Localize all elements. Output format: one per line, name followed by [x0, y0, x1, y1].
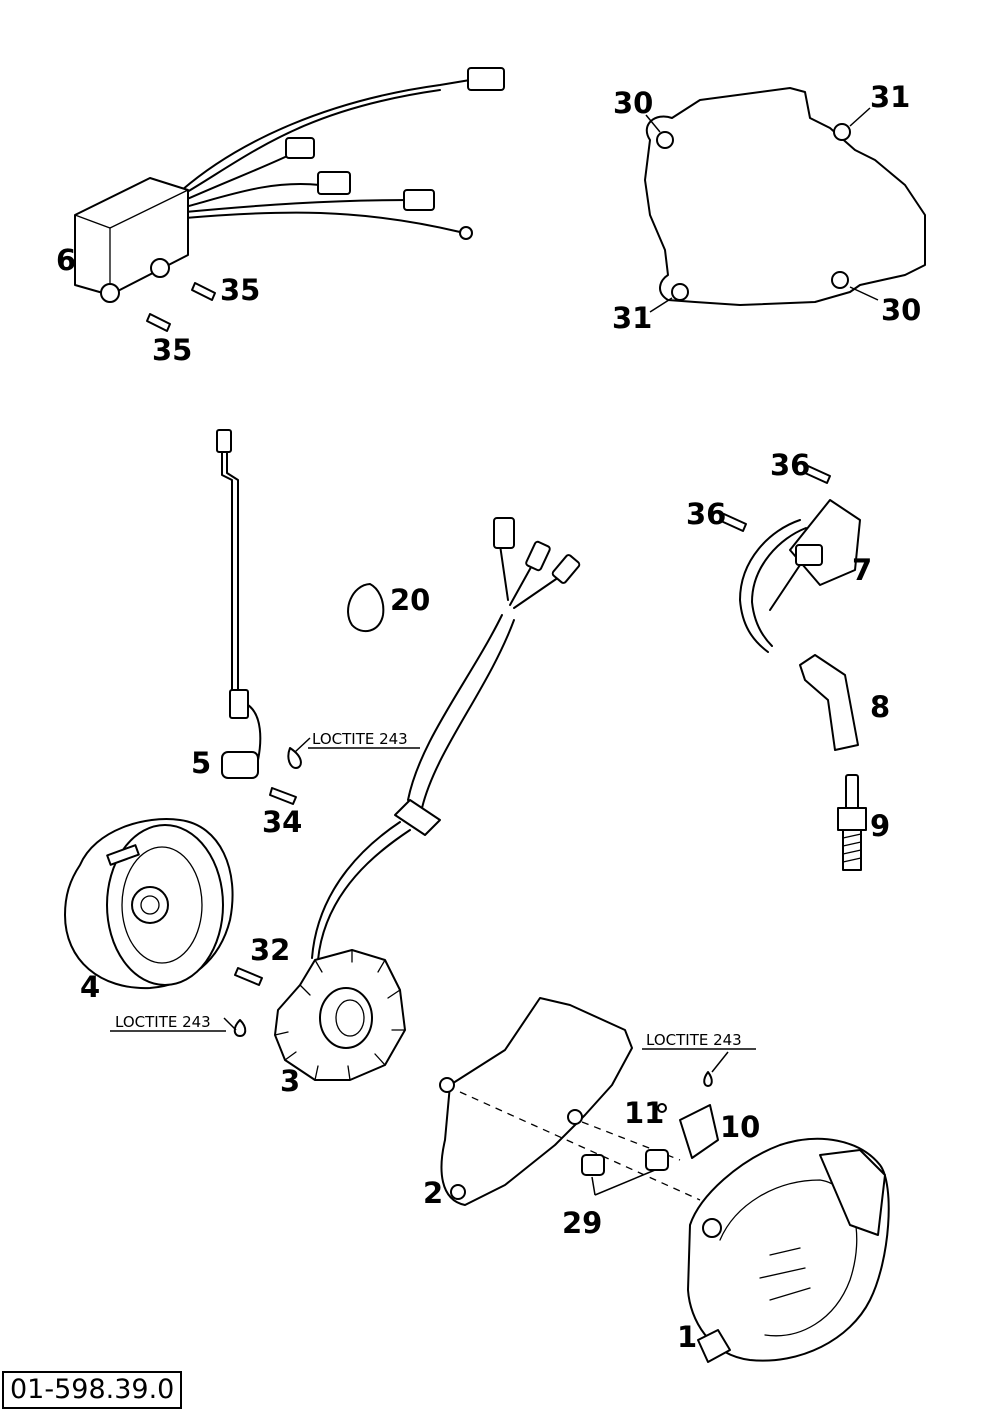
callout-6: 6	[56, 243, 76, 277]
callout-35: 35	[220, 273, 260, 307]
callout-31: 31	[612, 301, 652, 335]
callout-20: 20	[390, 583, 430, 617]
loctite-drop	[287, 747, 302, 769]
ignition-cover-gasket	[644, 87, 926, 306]
gasket-hole	[439, 1077, 455, 1093]
pickup-sensor	[216, 429, 262, 779]
leader-loctite-11	[711, 1051, 729, 1073]
leader-29	[591, 1169, 656, 1196]
screw-34	[269, 787, 297, 805]
callout-9: 9	[870, 809, 890, 843]
screw-35	[146, 282, 216, 332]
leader-30a	[645, 114, 661, 133]
screw-32	[234, 967, 263, 986]
callout-5: 5	[191, 746, 211, 780]
screw-11	[657, 1103, 667, 1113]
generator-cover	[687, 1137, 890, 1363]
generator-cover-gasket	[440, 997, 633, 1206]
screw-36	[804, 465, 831, 484]
callout-2: 2	[423, 1176, 443, 1210]
dowel-29	[581, 1154, 605, 1176]
callout-32: 32	[250, 933, 290, 967]
loctite-drop	[233, 1019, 247, 1037]
cover-plate-10	[679, 1104, 719, 1159]
dowel-29	[645, 1149, 669, 1171]
gasket-hole	[833, 123, 851, 141]
flywheel-rotor	[64, 818, 234, 990]
callout-8: 8	[870, 690, 890, 724]
callout-30: 30	[613, 86, 653, 120]
callout-11: 11	[624, 1096, 664, 1130]
leader-30b	[849, 286, 879, 301]
loctite-notes: LOCTITE 243 LOCTITE 243 LOCTITE 243	[110, 730, 756, 1050]
callout-35: 35	[152, 333, 192, 367]
loctite-note: LOCTITE 243	[115, 1013, 211, 1031]
leader-31b	[649, 297, 673, 313]
callout-30: 30	[881, 293, 921, 327]
assembly-line	[581, 1121, 681, 1161]
leader-31a	[849, 107, 871, 127]
callout-3: 3	[280, 1064, 300, 1098]
gasket-hole	[831, 271, 849, 289]
callout-4: 4	[80, 970, 100, 1004]
leader-loctite-5	[294, 737, 311, 753]
callout-7: 7	[852, 553, 872, 587]
cdi-unit	[74, 67, 505, 303]
stator	[274, 949, 406, 1081]
gasket-hole	[656, 131, 674, 149]
loctite-note: LOCTITE 243	[312, 730, 408, 748]
gasket-hole	[567, 1109, 583, 1125]
callout-10: 10	[720, 1110, 760, 1144]
gasket-hole	[671, 283, 689, 301]
spark-plug-cap	[799, 654, 859, 751]
spark-plug	[837, 774, 867, 871]
callout-29: 29	[562, 1206, 602, 1240]
loctite-drop	[703, 1071, 713, 1087]
callout-36: 36	[686, 497, 726, 531]
callout-labels: 6 35 35 30 31 31 30 20 36 36 7 8 9 5 34 …	[56, 80, 921, 1354]
loctite-note: LOCTITE 243	[646, 1031, 742, 1049]
stator-harness	[311, 517, 581, 961]
screw-36	[720, 513, 747, 532]
callout-1: 1	[677, 1320, 697, 1354]
cable-clip	[347, 583, 385, 633]
assembly-line	[459, 1091, 701, 1201]
ignition-coil	[739, 499, 861, 653]
callout-36: 36	[770, 448, 810, 482]
callout-31: 31	[870, 80, 910, 114]
gasket-hole	[450, 1184, 466, 1200]
leader-loctite-32	[223, 1017, 237, 1031]
diagram-reference-number: 01-598.39.0	[2, 1371, 183, 1409]
callout-34: 34	[262, 805, 302, 839]
